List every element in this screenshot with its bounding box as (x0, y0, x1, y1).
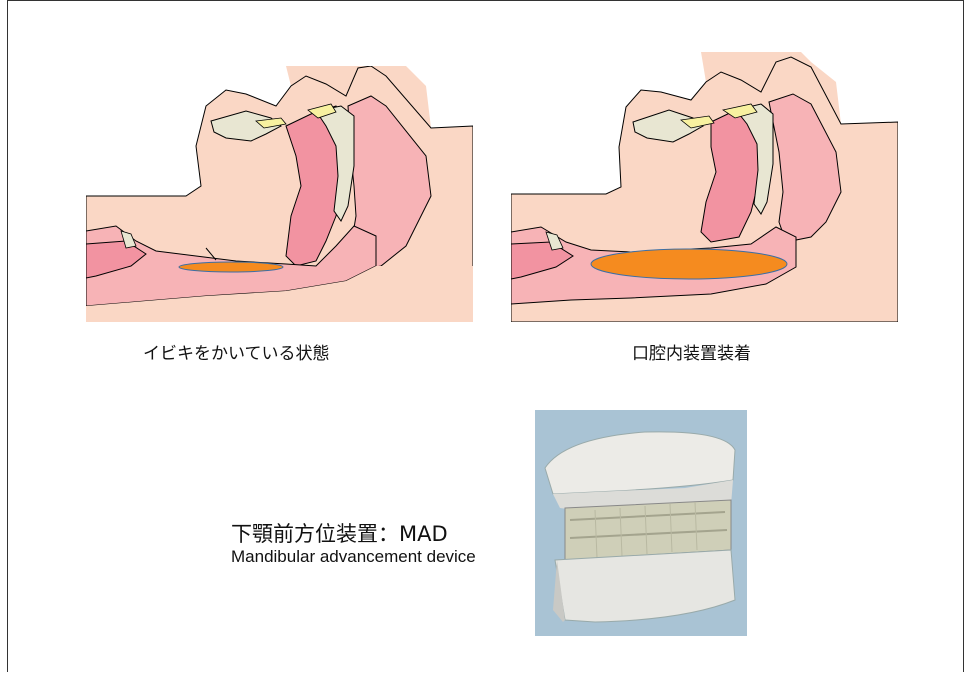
dental-cast-photo (535, 410, 747, 636)
device-subtitle: Mandibular advancement device (231, 547, 476, 567)
appliance-caption: 口腔内装置装着 (632, 339, 751, 364)
appliance-illustration (511, 52, 898, 322)
device-title: 下顎前方位装置：MAD (231, 518, 448, 548)
snoring-illustration (86, 66, 473, 322)
snoring-caption: イビキをかいている状態 (143, 339, 330, 364)
